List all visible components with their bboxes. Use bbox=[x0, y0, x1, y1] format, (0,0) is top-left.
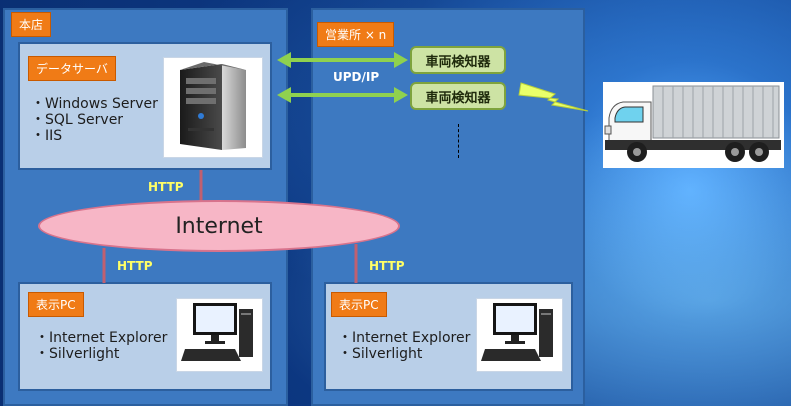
data-server-spec-list: ・Windows Server ・SQL Server ・IIS bbox=[31, 96, 158, 144]
head-office-display-pc-tag: 表示PC bbox=[28, 292, 84, 317]
internet-label: Internet bbox=[175, 213, 263, 239]
server-icon bbox=[180, 62, 246, 150]
server-image-box bbox=[163, 57, 263, 158]
internet-cloud: Internet bbox=[38, 200, 400, 252]
vehicle-detector: 車両検知器 bbox=[410, 82, 506, 110]
head-office-tag: 本店 bbox=[11, 12, 52, 37]
http-label-head-pc: HTTP bbox=[117, 259, 153, 273]
branch-pc-image-box bbox=[476, 298, 563, 372]
spec-item: ・Internet Explorer bbox=[35, 330, 168, 346]
desktop-pc-icon bbox=[481, 303, 553, 361]
spec-item: ・IIS bbox=[31, 128, 63, 144]
desktop-pc-icon bbox=[181, 303, 253, 361]
spec-item: ・Silverlight bbox=[35, 346, 120, 362]
spec-item: ・Internet Explorer bbox=[338, 330, 471, 346]
spec-item: ・SQL Server bbox=[31, 112, 124, 128]
spec-item: ・Windows Server bbox=[31, 96, 158, 112]
vehicle-detector: 車両検知器 bbox=[410, 46, 506, 74]
head-office-display-pc-spec-list: ・Internet Explorer ・Silverlight bbox=[35, 330, 167, 362]
spec-item: ・Silverlight bbox=[338, 346, 423, 362]
branch-display-pc-tag: 表示PC bbox=[331, 292, 387, 317]
data-server-tag: データサーバ bbox=[28, 56, 116, 81]
http-label-server: HTTP bbox=[148, 180, 184, 194]
branch-display-pc-spec-list: ・Internet Explorer ・Silverlight bbox=[338, 330, 470, 362]
head-office-pc-image-box bbox=[176, 298, 263, 372]
continuation-line bbox=[458, 124, 460, 158]
truck-icon bbox=[604, 85, 781, 162]
http-label-branch-pc: HTTP bbox=[369, 259, 405, 273]
branch-tag: 営業所 × n bbox=[317, 22, 395, 47]
truck-image-box bbox=[603, 82, 784, 168]
udp-label: UPD/IP bbox=[333, 70, 380, 84]
